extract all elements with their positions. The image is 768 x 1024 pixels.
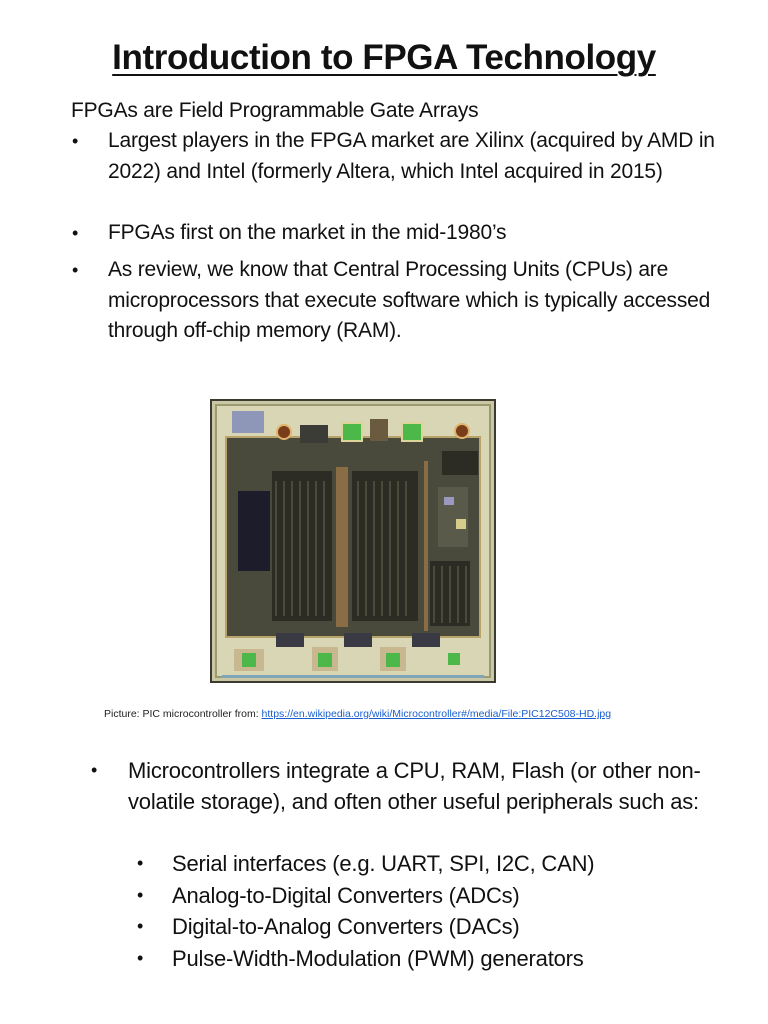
sublist-item: • Digital-to-Analog Converters (DACs) [136, 911, 736, 943]
bullet-text: Analog-to-Digital Converters (ADCs) [172, 882, 520, 908]
bullet-icon: • [137, 853, 144, 873]
bullet-list-item: • Largest players in the FPGA market are… [71, 126, 761, 187]
intro-line: FPGAs are Field Programmable Gate Arrays [71, 99, 479, 122]
microcontroller-bullet: • Microcontrollers integrate a CPU, RAM,… [90, 755, 730, 817]
bullet-text: Serial interfaces (e.g. UART, SPI, I2C, … [172, 851, 595, 876]
bullet-icon: • [137, 947, 144, 968]
bullet-text: FPGAs first on the market in the mid-198… [108, 221, 507, 244]
bullet-icon: • [137, 884, 144, 905]
bullet-text: Pulse-Width-Modulation (PWM) generators [172, 945, 584, 971]
slide-title: Introduction to FPGA Technology [112, 38, 656, 77]
bullet-icon: • [72, 131, 79, 151]
bullet-text: Microcontrollers integrate a CPU, RAM, F… [128, 758, 701, 814]
bullet-icon: • [137, 916, 144, 936]
caption-prefix: Picture: PIC microcontroller from: [104, 708, 262, 720]
chip-die-illustration [212, 401, 494, 681]
bullet-list-item: • As review, we know that Central Proces… [71, 255, 761, 347]
bullet-icon: • [72, 260, 79, 280]
bullet-text: As review, we know that Central Processi… [108, 258, 711, 342]
sublist-item: • Pulse-Width-Modulation (PWM) generator… [136, 943, 736, 975]
bullet-icon: • [91, 760, 98, 780]
sublist-item: • Serial interfaces (e.g. UART, SPI, I2C… [136, 848, 736, 880]
sublist-item: • Analog-to-Digital Converters (ADCs) [136, 880, 736, 912]
bullet-text: Largest players in the FPGA market are X… [108, 129, 715, 183]
microcontroller-die-image [210, 399, 496, 683]
bullet-list-item: • FPGAs first on the market in the mid-1… [71, 218, 761, 249]
peripherals-sublist: • Serial interfaces (e.g. UART, SPI, I2C… [136, 848, 736, 974]
caption-source-link[interactable]: https://en.wikipedia.org/wiki/Microcontr… [261, 708, 612, 720]
bullet-icon: • [72, 223, 79, 243]
figure-caption: Picture: PIC microcontroller from: https… [104, 708, 611, 720]
bullet-text: Digital-to-Analog Converters (DACs) [172, 914, 520, 939]
